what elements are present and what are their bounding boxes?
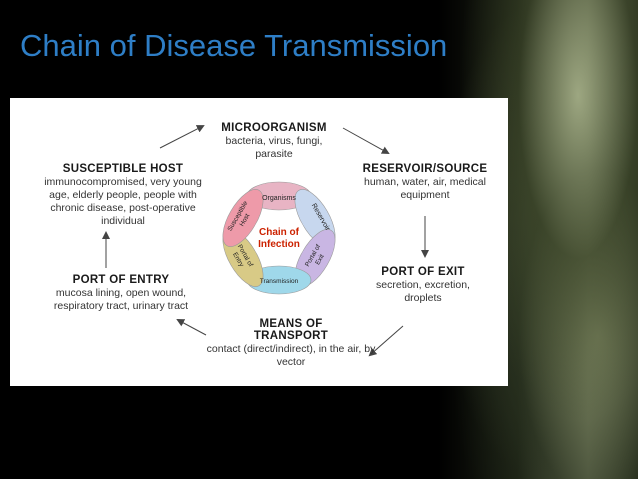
node-port-of-exit-desc: secretion, excretion, droplets	[363, 279, 483, 305]
node-means-of-transport-desc: contact (direct/indirect), in the air, b…	[206, 343, 376, 369]
node-reservoir-title: RESERVOIR/SOURCE	[346, 163, 504, 175]
diagram-panel: MICROORGANISM bacteria, virus, fungi, pa…	[10, 98, 508, 386]
node-means-of-transport-title: MEANS OF TRANSPORT	[241, 318, 341, 342]
node-reservoir-desc: human, water, air, medical equipment	[347, 176, 503, 202]
node-susceptible-host: SUSCEPTIBLE HOST immunocompromised, very…	[36, 163, 210, 228]
node-port-of-exit: PORT OF EXIT secretion, excretion, dropl…	[358, 266, 488, 305]
node-port-of-entry-title: PORT OF ENTRY	[40, 274, 202, 286]
node-port-of-entry: PORT OF ENTRY mucosa lining, open wound,…	[40, 274, 202, 313]
node-susceptible-host-title: SUSCEPTIBLE HOST	[36, 163, 210, 175]
node-port-of-entry-desc: mucosa lining, open wound, respiratory t…	[40, 287, 202, 313]
node-port-of-exit-title: PORT OF EXIT	[358, 266, 488, 278]
node-microorganism-title: MICROORGANISM	[196, 122, 352, 134]
node-reservoir: RESERVOIR/SOURCE human, water, air, medi…	[346, 163, 504, 202]
arrow-transport-to-entry	[178, 320, 206, 335]
node-microorganism: MICROORGANISM bacteria, virus, fungi, pa…	[196, 122, 352, 161]
wheel-label-transmission: Transmission	[260, 278, 299, 285]
chain-of-infection-wheel: Organisms Reservoir Portal of Exit Trans…	[219, 178, 339, 298]
slide-title: Chain of Disease Transmission	[20, 28, 447, 64]
wheel-label-organisms: Organisms	[262, 195, 296, 202]
node-microorganism-desc: bacteria, virus, fungi, parasite	[219, 135, 329, 161]
node-means-of-transport: MEANS OF TRANSPORT contact (direct/indir…	[206, 318, 376, 369]
wheel-center	[252, 211, 306, 265]
wheel-center-line2: Infection	[258, 239, 300, 250]
wheel-center-line1: Chain of	[259, 227, 300, 238]
node-susceptible-host-desc: immunocompromised, very young age, elder…	[37, 176, 209, 228]
